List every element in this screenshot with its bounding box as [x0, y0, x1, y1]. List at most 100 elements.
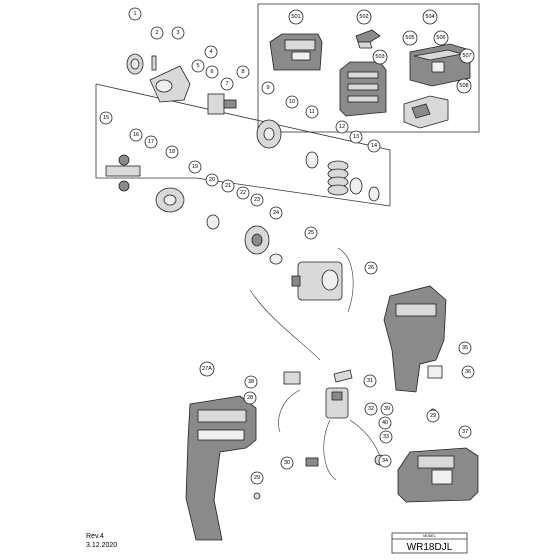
system-case-504: [409, 43, 471, 87]
model-box: [391, 532, 468, 554]
callout-13: 13: [349, 130, 363, 144]
callout-26: 26: [364, 261, 378, 275]
callout-5: 5: [191, 59, 205, 73]
model-label: MODEL: [423, 534, 436, 538]
callout-label: 27A: [202, 366, 212, 372]
washer-13: [349, 177, 363, 195]
charger-501: [269, 33, 323, 71]
plate-502: [355, 29, 381, 49]
washer-20: [206, 214, 220, 230]
hammer-case-3: [149, 65, 191, 103]
callout-505: 505: [402, 30, 418, 46]
callout-1: 1: [128, 7, 142, 21]
callout-17: 17: [144, 135, 158, 149]
callout-label: 20: [209, 177, 215, 183]
callout-label: 11: [309, 109, 315, 115]
callout-label: 8: [241, 69, 244, 75]
callout-label: 35: [462, 345, 468, 351]
callout-21: 21: [221, 179, 235, 193]
screw-2: [151, 55, 157, 71]
callout-label: 29: [254, 475, 260, 481]
callout-31: 31: [363, 374, 377, 388]
callout-501: 501: [288, 9, 304, 25]
model-number: WR18DJL: [407, 542, 453, 553]
cap-1: [126, 53, 144, 75]
callout-label: 26: [368, 265, 374, 271]
callout-label: 37: [462, 429, 468, 435]
callout-label: 12: [339, 124, 345, 130]
callout-4: 4: [204, 45, 218, 59]
callout-label: 30: [284, 460, 290, 466]
callout-label: 40: [382, 420, 388, 426]
callout-3: 3: [171, 26, 185, 40]
callout-label: 1: [133, 11, 136, 17]
callout-37: 37: [458, 425, 472, 439]
washer-24: [269, 253, 283, 265]
gear-train-frame-top: [95, 83, 391, 206]
callout-39: 39: [380, 402, 394, 416]
callout-30: 30: [280, 456, 294, 470]
callout-label: 15: [103, 115, 109, 121]
callout-label: 2: [155, 30, 158, 36]
callout-label: 32: [368, 406, 374, 412]
callout-label: 25: [308, 230, 314, 236]
callout-506: 506: [433, 30, 449, 46]
callout-label: 13: [353, 134, 359, 140]
callout-label: 10: [289, 99, 295, 105]
callout-label: 17: [148, 139, 154, 145]
callout-6: 6: [205, 65, 219, 79]
wire-40: [349, 419, 381, 457]
callout-34: 34: [378, 454, 392, 468]
callout-27a: 27A: [199, 361, 215, 377]
label-36: [427, 365, 443, 379]
callout-label: 5: [196, 63, 199, 69]
callout-label: 23: [254, 197, 260, 203]
wire-33: [323, 419, 337, 481]
screw-29-b: [253, 492, 261, 500]
callout-24: 24: [269, 206, 283, 220]
callout-label: 507: [462, 53, 471, 59]
callout-label: 503: [375, 54, 384, 60]
callout-25: 25: [304, 226, 318, 240]
callout-label: 24: [273, 210, 279, 216]
wire-28: [278, 389, 301, 433]
callout-label: 501: [291, 14, 300, 20]
callout-label: 502: [359, 14, 368, 20]
callout-label: 3: [176, 30, 179, 36]
callout-38: 38: [244, 375, 258, 389]
callout-33: 33: [379, 430, 393, 444]
gear-train-frame-left: [95, 84, 196, 179]
callout-20: 20: [205, 173, 219, 187]
motor-25: [291, 261, 343, 301]
callout-label: 4: [209, 49, 212, 55]
callout-15: 15: [99, 111, 113, 125]
hammer-9: [256, 119, 282, 149]
callout-9: 9: [261, 81, 275, 95]
callout-28: 28: [243, 391, 257, 405]
callout-label: 38: [248, 379, 254, 385]
callout-29b: 29: [250, 471, 264, 485]
callout-label: 508: [459, 83, 468, 89]
callout-label: 18: [169, 149, 175, 155]
callout-502: 502: [356, 9, 372, 25]
callout-18: 18: [165, 145, 179, 159]
callout-14: 14: [367, 139, 381, 153]
anvil-7: [207, 93, 237, 115]
callout-8: 8: [236, 65, 250, 79]
callout-7: 7: [220, 77, 234, 91]
callout-12: 12: [335, 120, 349, 134]
callout-label: 505: [405, 35, 414, 41]
callout-label: 16: [133, 132, 139, 138]
callout-label: 28: [247, 395, 253, 401]
switch-32: [325, 387, 349, 419]
callout-36: 36: [461, 365, 475, 379]
callout-label: 33: [383, 434, 389, 440]
callout-label: 31: [367, 378, 373, 384]
callout-label: 22: [240, 190, 246, 196]
callout-2: 2: [150, 26, 164, 40]
callout-label: 36: [465, 369, 471, 375]
callout-label: 6: [210, 69, 213, 75]
revision-date: 3.12.2020: [86, 542, 117, 549]
resistor-30: [305, 457, 319, 467]
